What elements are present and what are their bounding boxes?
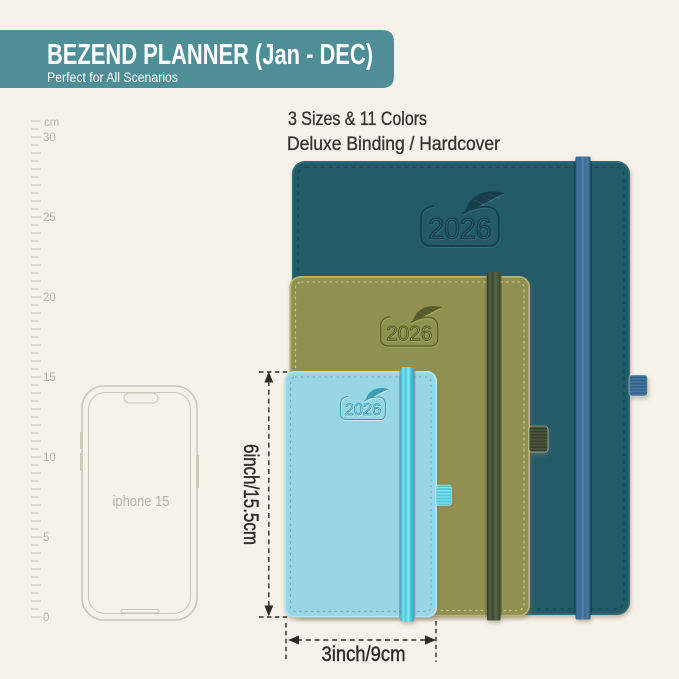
svg-text:Deluxe Binding / Hardcover: Deluxe Binding / Hardcover [287,134,501,155]
svg-text:25: 25 [43,212,56,224]
svg-text:cm: cm [44,117,59,129]
svg-text:5: 5 [43,532,49,544]
svg-text:20: 20 [43,292,56,304]
svg-text:0: 0 [43,612,49,624]
svg-text:15: 15 [43,372,56,384]
svg-text:10: 10 [43,452,56,464]
svg-text:3 Sizes & 11 Colors: 3 Sizes & 11 Colors [288,109,427,130]
svg-text:Perfect for All Scenarios: Perfect for All Scenarios [47,69,178,85]
svg-text:3inch/9cm: 3inch/9cm [322,643,406,666]
svg-text:6inch/15.5cm: 6inch/15.5cm [239,444,262,545]
svg-text:30: 30 [43,132,56,144]
svg-text:BEZEND PLANNER (Jan - DEC): BEZEND PLANNER (Jan - DEC) [47,39,373,71]
svg-text:iphone 15: iphone 15 [113,493,170,510]
